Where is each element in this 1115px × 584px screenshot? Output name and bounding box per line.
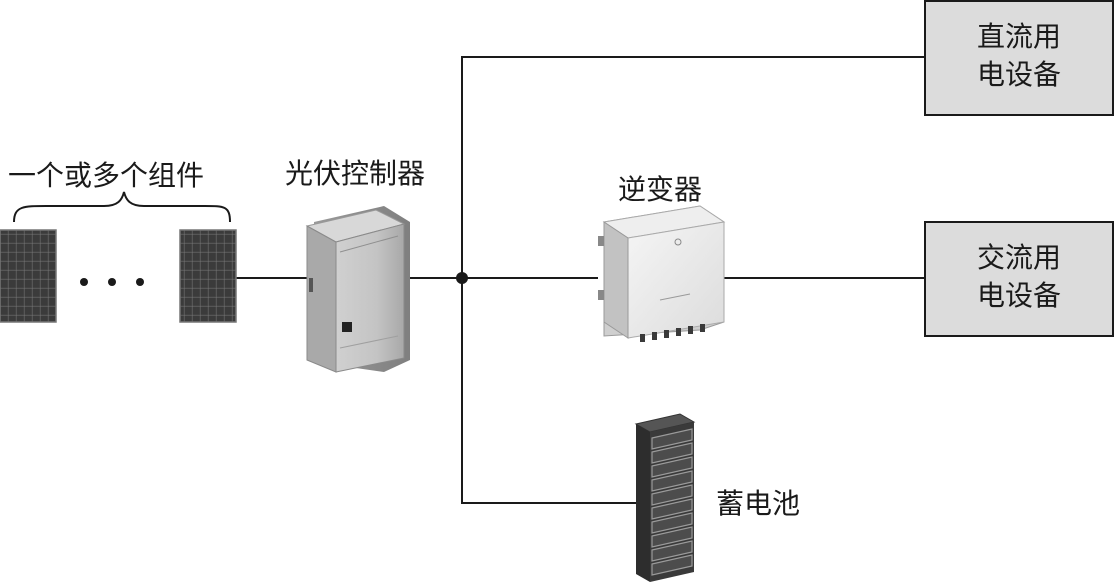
ac-load-label: 交流用 电设备 [925,239,1113,315]
inverter-label: 逆变器 [618,176,702,204]
battery-label: 蓄电池 [716,490,800,518]
ellipsis-dots-icon [80,278,144,286]
modules-brace [14,192,230,222]
controller-label: 光伏控制器 [285,160,425,188]
battery-rack-icon [636,414,694,582]
solar-panel-right-icon [180,230,236,322]
inverter-icon [598,206,724,342]
pv-controller-cabinet-icon [307,206,410,372]
modules-label: 一个或多个组件 [8,162,204,190]
dc-load-label-line1: 直流用 [925,18,1113,56]
solar-panel-left-icon [0,230,56,322]
ac-load-label-line1: 交流用 [925,239,1113,277]
dc-load-label-line2: 电设备 [925,56,1113,94]
dc-load-label: 直流用 电设备 [925,18,1113,94]
junction-dot [456,272,468,284]
ac-load-label-line2: 电设备 [925,277,1113,315]
